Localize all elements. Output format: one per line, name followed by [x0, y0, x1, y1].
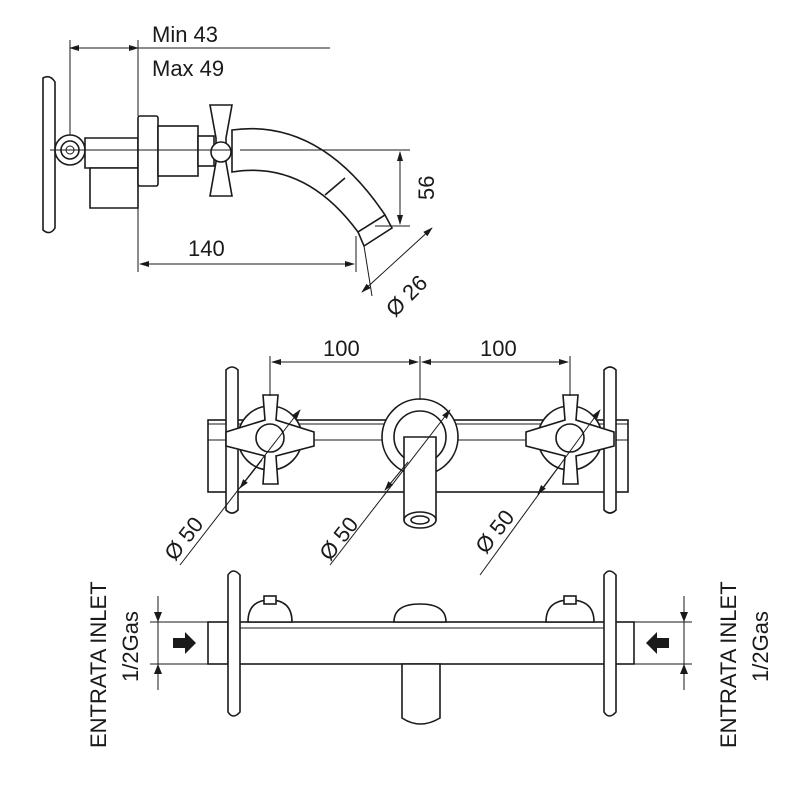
top-left-valve-stem — [263, 595, 277, 605]
inlet-right-label-line1: ENTRATA INLET — [716, 581, 741, 748]
dim-56-label: 56 — [414, 176, 439, 200]
side-lower-body — [89, 167, 139, 209]
dim-dia26-line — [361, 227, 433, 293]
front-left-hub — [255, 423, 285, 453]
top-right-flange — [603, 570, 617, 717]
side-flange — [42, 75, 56, 234]
top-right-dim-arrow-b — [680, 664, 688, 674]
top-right-inlet-pipe — [613, 621, 635, 665]
top-left-dim-arrow-a — [154, 612, 162, 622]
top-view: ENTRATA INLET 1/2Gas ENTRATA INLET 1/2Ga… — [86, 570, 773, 748]
inlet-right-label-line2: 1/2Gas — [748, 611, 773, 682]
dim-max-label: Max 49 — [152, 56, 224, 81]
top-right-valve-stem — [563, 595, 577, 605]
front-view: 100 100 Ø 50 Ø 50 Ø 50 — [159, 336, 629, 576]
dim-min-label: Min 43 — [152, 22, 218, 47]
top-right-inlet-arrow — [646, 632, 669, 654]
dia-center-label: Ø 50 — [314, 512, 363, 565]
front-spout-outlet-inner — [410, 515, 430, 525]
dim-140-label: 140 — [188, 236, 225, 261]
side-handle-hub — [210, 141, 232, 163]
inlet-left-label-line1: ENTRATA INLET — [86, 581, 111, 748]
top-spout — [401, 663, 441, 725]
side-rosette — [137, 115, 159, 187]
inlet-left-label-line2: 1/2Gas — [118, 611, 143, 682]
top-center-valve-cap — [393, 603, 447, 623]
top-main-body — [237, 621, 609, 665]
front-spout-outlet — [403, 511, 437, 529]
side-spout-band — [324, 177, 346, 196]
side-spout — [231, 127, 387, 234]
side-valve-body — [157, 125, 199, 177]
top-right-dim-arrow-a — [680, 612, 688, 622]
dim-dia26-label: Ø 26 — [381, 270, 432, 321]
dim-front-left-label: 100 — [323, 336, 360, 361]
top-left-inlet-arrow — [173, 632, 196, 654]
side-body — [84, 137, 139, 169]
side-view: Min 43 Max 49 56 140 Ø 26 — [42, 22, 439, 322]
dia-center-leader-back — [384, 461, 409, 491]
dia-right-leader-back — [537, 464, 561, 495]
top-left-inlet-pipe — [207, 621, 229, 665]
top-left-dim-arrow-b — [154, 664, 162, 674]
dia-left-leader-back — [239, 459, 263, 489]
dim-front-right-label: 100 — [480, 336, 517, 361]
top-left-flange — [227, 570, 241, 717]
